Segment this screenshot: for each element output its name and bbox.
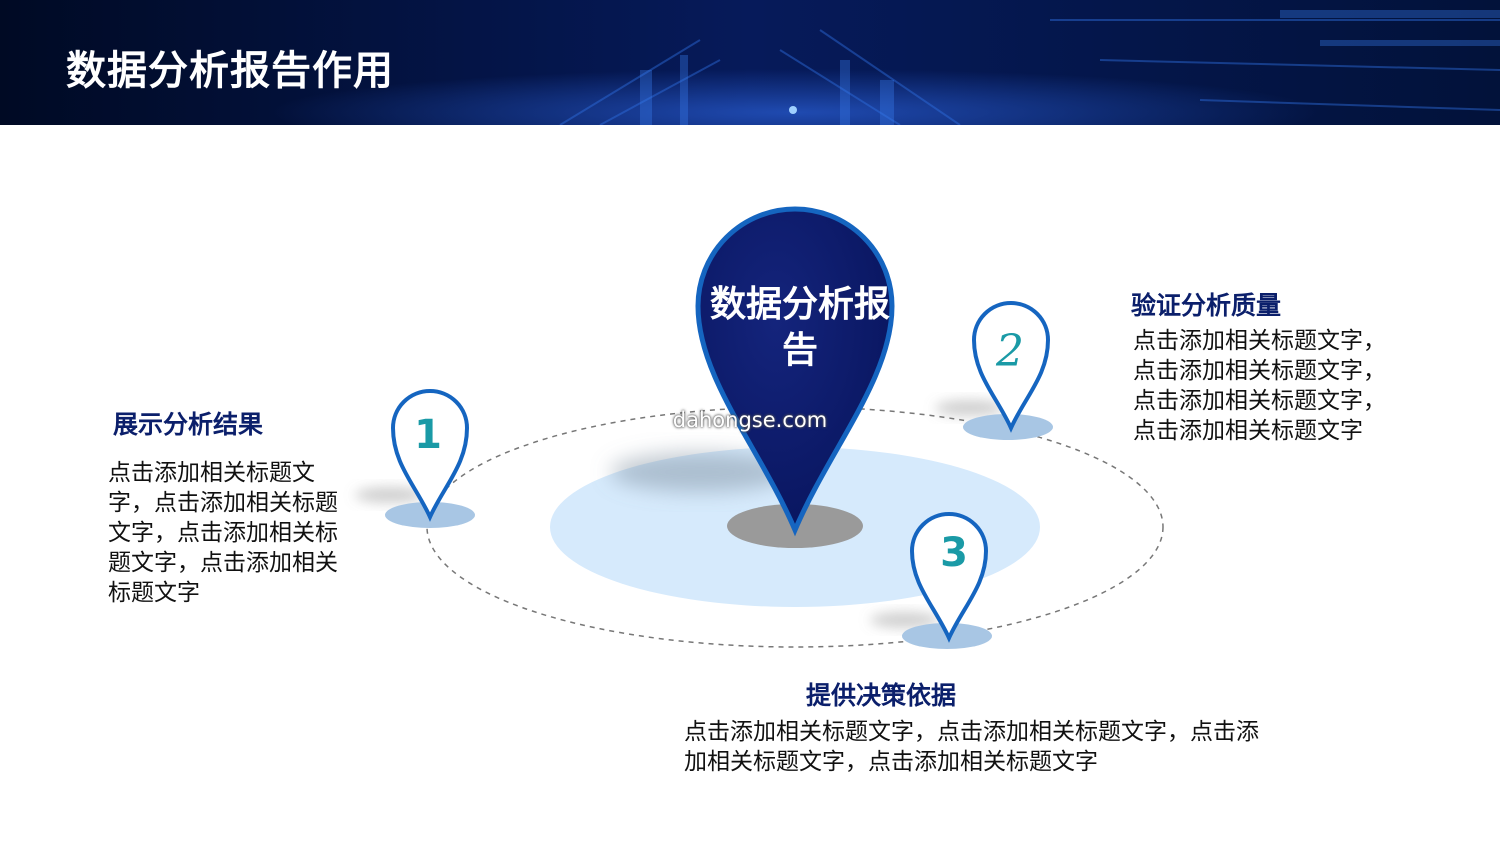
section-1-title: 展示分析结果: [113, 410, 264, 439]
pin-2-shadow: [935, 400, 1005, 416]
header-banner: 数据分析报告作用: [0, 0, 1500, 125]
page-title: 数据分析报告作用: [66, 48, 394, 94]
pin-3-shadow: [870, 612, 940, 628]
center-pin-shadow: [610, 452, 790, 492]
center-pin: [695, 206, 895, 537]
section-3-text: 点击添加相关标题文字，点击添加相关标题文字，点击添加相关标题文字，点击添加相关标…: [684, 719, 1259, 775]
pin-1-number: 1: [414, 412, 442, 458]
pin-1-shadow: [355, 487, 425, 503]
tech-background: [0, 0, 1500, 125]
section-3-title: 提供决策依据: [806, 681, 957, 710]
pin-2-base: [963, 414, 1053, 440]
pin-2-number: 2: [996, 326, 1024, 377]
center-pin-label: 数据分析报告: [709, 284, 890, 371]
pin-2-marker: [971, 301, 1051, 433]
section-1-text: 点击添加相关标题文字，点击添加相关标题文字，点击添加相关标题文字，点击添加相关标…: [108, 460, 338, 606]
pin-3-number: 3: [940, 530, 968, 576]
section-2-title: 验证分析质量: [1131, 291, 1282, 320]
pin-3-marker: [909, 512, 989, 643]
section-2-text: 点击添加相关标题文字，点击添加相关标题文字，点击添加相关标题文字，点击添加相关标…: [1133, 328, 1386, 444]
pin-1-marker: [390, 389, 470, 522]
watermark-text: dahongse.com: [672, 408, 828, 432]
